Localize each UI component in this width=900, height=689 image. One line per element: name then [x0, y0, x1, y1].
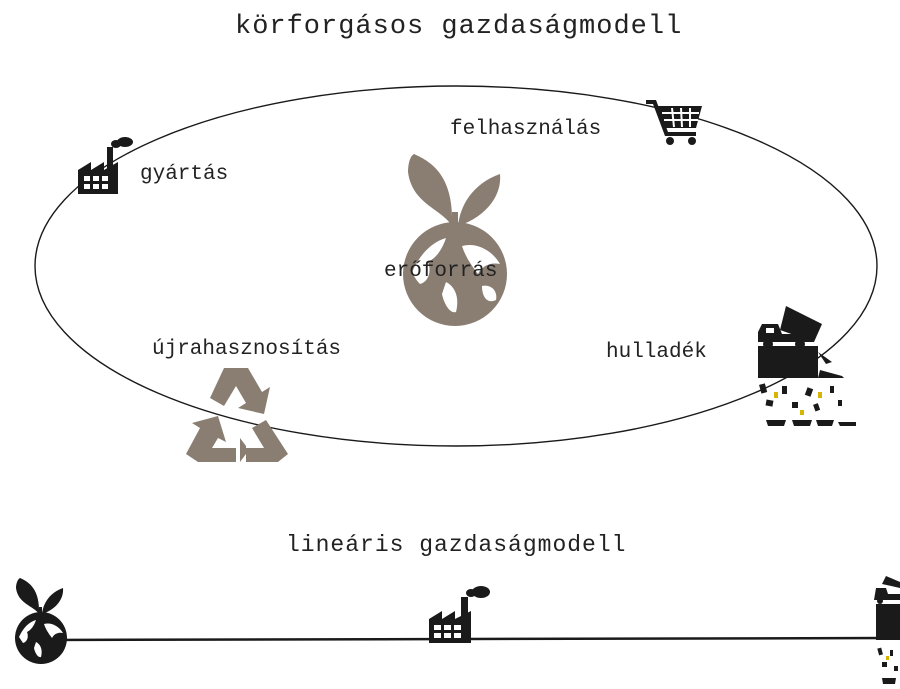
factory-icon [428, 583, 492, 643]
globe-sprout-icon [402, 154, 512, 326]
factory-icon [78, 134, 140, 194]
recycle-icon [184, 366, 290, 464]
production-label: gyártás [140, 163, 229, 186]
linear-model-title: lineáris gazdaságmodell [286, 532, 627, 558]
circular-model-title: körforgásos gazdaságmodell [235, 12, 683, 42]
globe-sprout-icon [14, 578, 70, 666]
waste-label: hulladék [606, 341, 707, 364]
resource-label: erőforrás [384, 260, 498, 283]
dump-truck-landfill-icon [756, 302, 860, 432]
use-label: felhasználás [450, 118, 602, 141]
recycling-label: újrahasznosítás [152, 338, 342, 361]
dump-truck-landfill-icon [872, 574, 900, 689]
shopping-cart-icon [646, 98, 704, 146]
circular-cycle-ellipse [34, 85, 878, 447]
